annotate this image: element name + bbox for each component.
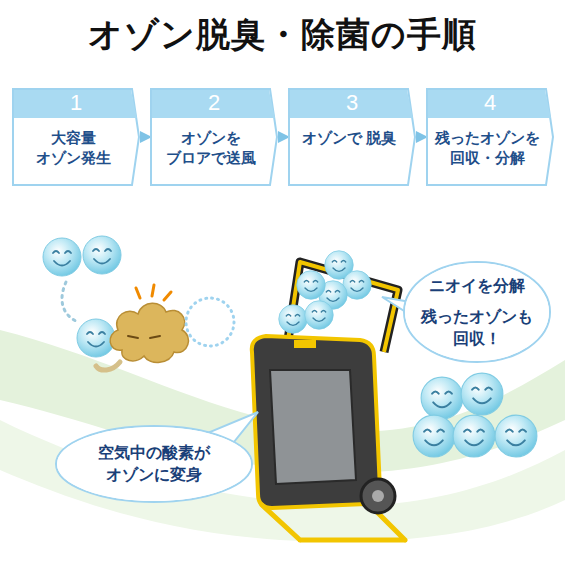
bubble-text: 空気中の酸素が オゾンに変身 [72,442,236,485]
step-box: 3オゾンで 脱臭 [288,88,416,186]
dotted-path [62,282,78,322]
ozone [495,415,537,457]
step-number: 3 [288,88,416,118]
ozone [413,415,455,457]
flow-arrow [416,136,426,138]
ozone [461,373,503,415]
bubble-text: 残ったオゾンも 回収！ [420,306,534,349]
flow-arrow [278,136,288,138]
ozone [279,305,308,334]
step-number: 4 [426,88,554,118]
flow-arrow [140,136,150,138]
ozone [305,301,334,330]
speech-bubble: 空気中の酸素が オゾンに変身 [56,426,252,502]
step-number: 1 [12,88,140,118]
step-box: 2オゾンを ブロアで送風 [150,88,278,186]
step-text: 残ったオゾンを 回収・分解 [426,118,554,177]
smell-cloud [96,285,188,370]
speech-bubble: ニオイを分解残ったオゾンも 回収！ [404,262,550,362]
step-number: 2 [150,88,278,118]
ozone [77,319,115,357]
shape-outline [56,426,252,502]
ozone [297,271,326,300]
step-box: 1大容量 オゾン発生 [12,88,140,186]
burst [186,298,234,346]
ozone-machine [252,262,405,540]
ozone [83,236,121,274]
ozone [43,238,81,276]
step-text: 大容量 オゾン発生 [12,118,140,177]
title: オゾン脱臭・除菌の手順 [0,12,565,58]
step-box: 4残ったオゾンを 回収・分解 [426,88,554,186]
step-text: オゾンを ブロアで送風 [150,118,278,177]
ozone [421,377,463,419]
ozone [453,415,495,457]
bubble-text: ニオイを分解 [420,275,534,297]
step-text: オゾンで 脱臭 [288,118,416,156]
